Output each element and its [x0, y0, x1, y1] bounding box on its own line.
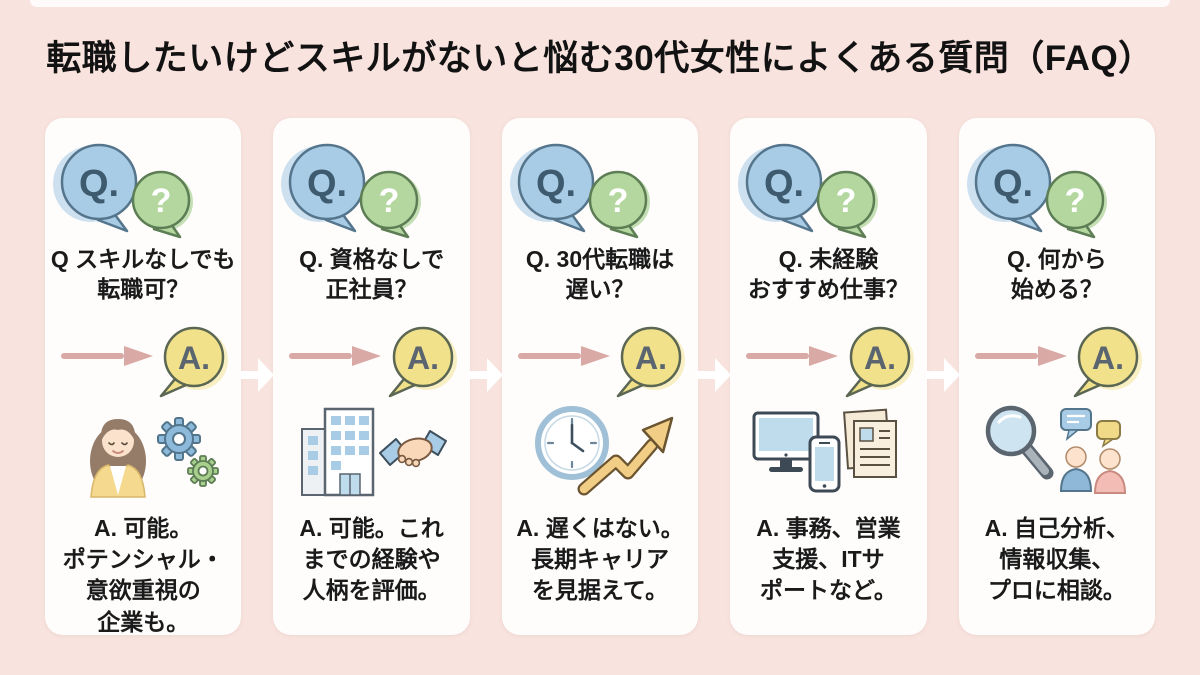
a-bubble-label: A. [635, 340, 667, 376]
answer-text: A. 遅くはない。 長期キャリア を見据えて。 [516, 514, 684, 604]
woman-with-gears-icon [90, 416, 220, 498]
clock-growth-arrow-icon [535, 405, 674, 496]
question-mark-bubble-label: ? [836, 182, 857, 220]
faq-cards-row: Q. ? Q スキルなしでも 転職可？ A. [45, 118, 1156, 635]
faq-card-4: Q. ? Q. 未経験 おすすめ仕事？ A. [730, 118, 927, 635]
a-bubble-label: A. [1092, 340, 1124, 376]
q-bubble-label: Q. [993, 163, 1033, 205]
q-to-a-arrow-row: A. [49, 319, 237, 405]
q-to-a-arrow-row: A. [734, 319, 922, 405]
faq-card-5: Q. ? Q. 何から 始める？ A. [958, 118, 1156, 635]
q-bubble-label: Q. [536, 163, 576, 205]
q-bubble-label: Q. [764, 163, 804, 205]
a-bubble-label: A. [864, 340, 896, 376]
pink-arrow-icon [746, 345, 839, 366]
a-bubble-label: A. [178, 340, 210, 376]
card-connector-arrow-icon [240, 358, 274, 392]
question-text: Q. 何から 始める？ [1006, 246, 1107, 303]
answer-bubble-icon: A. [845, 326, 914, 397]
q-to-a-arrow-row: A. [963, 319, 1151, 405]
question-bubbles-icon: Q. ? [966, 143, 1107, 239]
pink-arrow-icon [289, 345, 382, 366]
answer-bubble-icon: A. [616, 326, 686, 397]
question-bubbles-icon: Q. ? [509, 143, 650, 239]
question-text: Q スキルなしでも 転職可？ [50, 246, 236, 303]
question-bubbles-icon: Q. ? [738, 143, 879, 239]
a-bubble-label: A. [407, 340, 439, 376]
answer-text: A. 自己分析、 情報収集、 プロに相談。 [984, 514, 1130, 604]
answer-text: A. 可能。これ までの経験や 人柄を評価。 [299, 514, 444, 604]
question-mark-bubble-label: ? [151, 182, 172, 220]
card-connector-arrow-icon [926, 358, 960, 392]
gear-blue-icon [157, 416, 202, 461]
question-mark-bubble-label: ? [607, 182, 628, 220]
gear-green-icon [187, 454, 220, 487]
question-text: Q. 30代転職は 遅い？ [525, 246, 675, 303]
card-connector-arrow-icon [697, 358, 731, 392]
magnifier-consultation-icon [985, 405, 1126, 494]
question-text: Q. 未経験 おすすめ仕事？ [747, 246, 909, 303]
answer-bubble-icon: A. [1073, 326, 1143, 397]
question-mark-bubble-label: ? [1064, 182, 1085, 220]
pink-arrow-icon [61, 345, 153, 366]
answer-text: A. 可能。 ポテンシャル・ 意欲重視の 企業も。 [62, 514, 224, 635]
top-edge-strip [30, 0, 1170, 7]
q-to-a-arrow-row: A. [277, 319, 465, 405]
question-bubbles-icon: Q. ? [281, 143, 422, 239]
pink-arrow-icon [517, 345, 610, 366]
q-bubble-label: Q. [307, 163, 347, 205]
faq-card-2: Q. ? Q. 資格なしで 正社員？ A. [273, 118, 470, 635]
faq-card-3: Q. ? Q. 30代転職は 遅い？ A. [501, 118, 699, 635]
question-bubbles-icon: Q. ? [53, 143, 193, 239]
office-building-handshake-icon [300, 407, 447, 496]
page-title: 転職したいけどスキルがないと悩む30代女性によくある質問（FAQ） [46, 39, 1154, 78]
card-connector-arrow-icon [469, 358, 503, 392]
answer-bubble-icon: A. [388, 326, 457, 397]
computer-phone-documents-icon [752, 408, 898, 493]
pink-arrow-icon [974, 345, 1067, 366]
question-mark-bubble-label: ? [379, 182, 400, 220]
answer-bubble-icon: A. [160, 326, 229, 397]
faq-card-1: Q. ? Q スキルなしでも 転職可？ A. [45, 118, 242, 635]
q-to-a-arrow-row: A. [506, 319, 694, 405]
answer-text: A. 事務、営業 支援、ITサ ポートなど。 [756, 514, 901, 604]
question-text: Q. 資格なしで 正社員？ [299, 246, 445, 303]
q-bubble-label: Q. [79, 163, 119, 205]
